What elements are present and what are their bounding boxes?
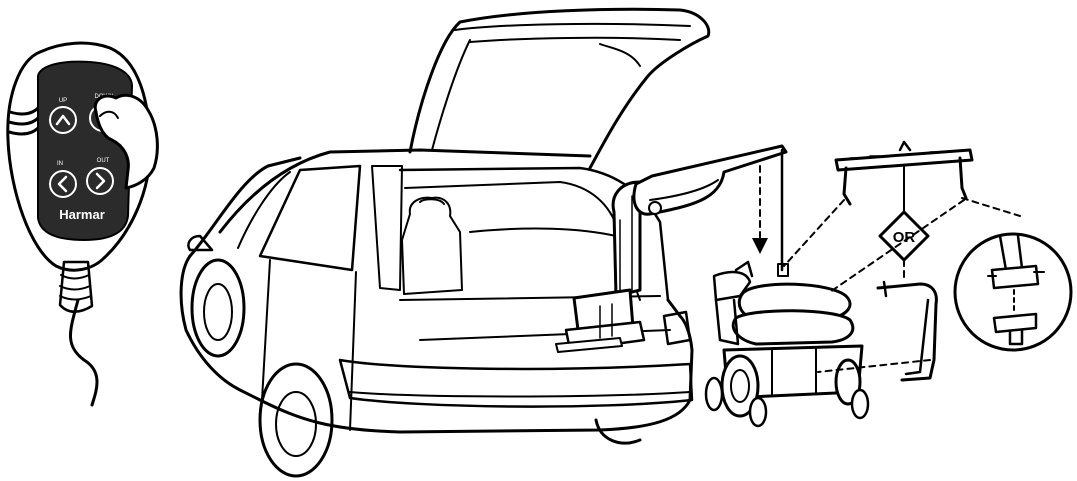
open-hatch-lid — [410, 9, 709, 168]
detail-callout-circle — [955, 234, 1071, 350]
out-button-label: OUT — [97, 158, 110, 164]
rear-bumper — [340, 360, 692, 407]
up-button-label: UP — [59, 98, 67, 104]
or-label: OR — [893, 229, 916, 246]
seat-hanger-bar — [836, 142, 972, 214]
front-wheel — [192, 260, 244, 356]
remote-cord — [71, 300, 98, 405]
in-button-label: IN — [57, 161, 63, 167]
rear-wheel — [260, 364, 332, 476]
rear-seat — [402, 198, 462, 294]
remote-brand-logo: Harmar — [59, 207, 105, 222]
power-wheelchair — [706, 262, 868, 426]
hand-remote-control: UP DOWN IN OUT Harmar — [8, 43, 158, 405]
